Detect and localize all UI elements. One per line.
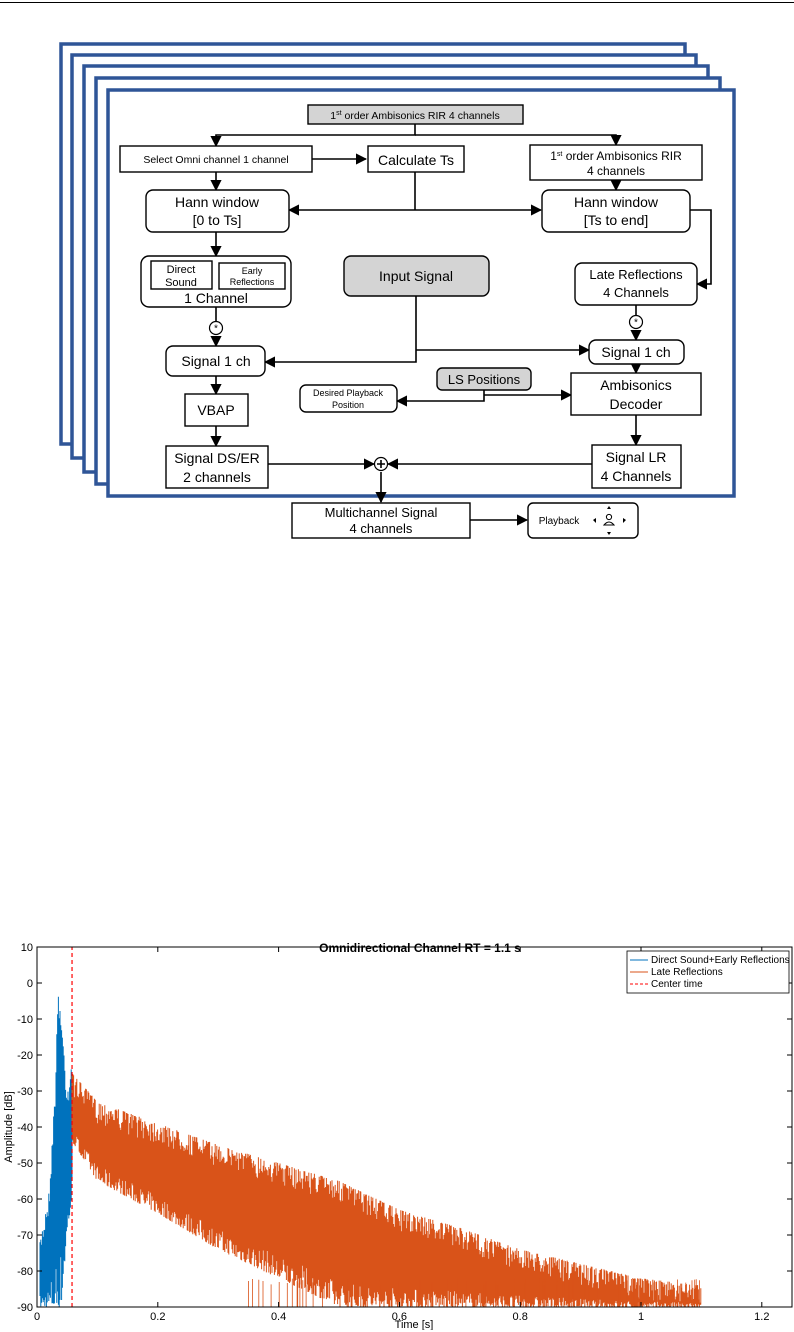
hann-left-line2: [0 to Ts] [193,212,242,228]
connectors [210,124,712,526]
legend: Direct Sound+Early Reflections Late Refl… [626,950,790,994]
early-line1: Early [242,266,263,276]
x-tick-label: 0.6 [392,1311,407,1323]
hann-right-line1: Hann window [574,194,659,210]
desired-line2: Position [332,400,364,410]
select-omni-label: Select Omni channel 1 channel [143,154,288,166]
x-tick-label: 0 [34,1311,40,1323]
y-tick-label: -20 [17,1050,33,1062]
vbap-label: VBAP [197,402,234,418]
y-tick-label: -70 [17,1230,33,1242]
x-tick-label: 0.4 [271,1311,286,1323]
calculate-ts-label: Calculate Ts [378,152,454,168]
rir-right-line1: 1st order Ambisonics RIR [550,149,682,163]
series-layer [39,947,702,1307]
x-tick-label: 0.2 [150,1311,165,1323]
rir-right-line2: 4 channels [587,164,645,178]
signal-lr-line2: 4 Channels [601,468,672,484]
series-0-trace [39,996,73,1307]
signal-left-label: Signal 1 ch [181,353,250,369]
y-tick-label: -90 [17,1302,33,1314]
late-line2: 4 Channels [603,285,669,300]
playback-label: Playback [539,516,581,527]
y-axis-label: Amplitude [dB] [3,1091,15,1163]
multichannel-line1: Multichannel Signal [325,505,438,520]
y-tick-label: -30 [17,1086,33,1098]
series-0 [39,996,73,1307]
x-tick-label: 0.8 [513,1311,528,1323]
hann-left-line1: Hann window [175,194,260,210]
series-1-trace [71,1073,702,1307]
ambisonics-line2: Decoder [610,396,663,412]
svg-text:*: * [634,318,638,329]
page-top-rule [0,2,794,3]
y-tick-label: -80 [17,1266,33,1278]
y-tick-label: -60 [17,1194,33,1206]
y-tick-label: -50 [17,1158,33,1170]
x-tick-label: 1.2 [754,1311,769,1323]
signal-dser-line2: 2 channels [183,469,251,485]
x-axis: 0 0.2 0.4 0.6 0.8 1 1.2 [34,947,769,1323]
listener-speakers-icon [593,506,626,535]
convolution-operator-left: * [208,320,224,336]
early-line2: Reflections [230,277,275,287]
signal-lr-line1: Signal LR [606,449,667,465]
hann-right-line2: [Ts to end] [584,212,649,228]
desired-line1: Desired Playback [313,388,384,398]
legend-label-late: Late Reflections [651,967,723,978]
y-tick-label: 0 [27,978,33,990]
signal-right-label: Signal 1 ch [601,344,670,360]
y-tick-label: -40 [17,1122,33,1134]
direct-line2: Sound [165,277,197,289]
y-tick-label: 10 [21,942,33,954]
rir4-label: 1st order Ambisonics RIR 4 channels [330,110,499,122]
block-diagram: * * 1st order Ambisonics RIR 4 channels … [59,42,736,539]
signal-dser-line1: Signal DS/ER [174,450,260,466]
y-tick-label: -10 [17,1014,33,1026]
ambisonics-line1: Ambisonics [600,377,672,393]
one-channel-label: 1 Channel [184,290,248,306]
chart-title: Omnidirectional Channel RT = 1.1 s [319,941,521,955]
legend-label-center: Center time [651,979,703,990]
input-signal-label: Input Signal [379,268,453,284]
ls-positions-label: LS Positions [448,372,521,387]
series-1-tail [248,1278,700,1307]
x-tick-label: 1 [638,1311,644,1323]
late-line1: Late Reflections [589,267,683,282]
sum-operator [373,456,389,472]
convolution-operator-right: * [628,314,644,330]
multichannel-line2: 4 channels [350,521,413,536]
direct-line1: Direct [167,264,196,276]
series-1 [71,1073,702,1307]
legend-label-direct: Direct Sound+Early Reflections [651,955,790,966]
svg-text:*: * [214,324,218,335]
y-axis: 10 0 -10 -20 -30 -40 -50 -60 -70 -80 -90 [17,942,792,1314]
x-axis-label: Time [s] [395,1319,434,1330]
